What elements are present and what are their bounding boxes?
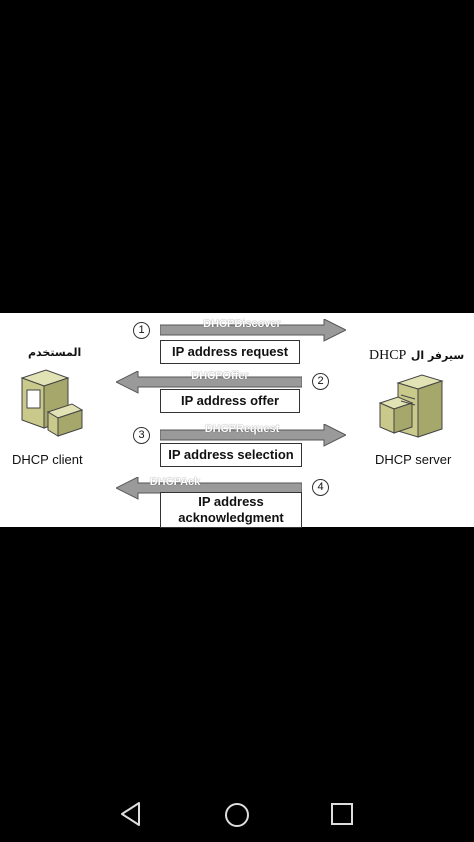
step-3-description: IP address selection	[160, 443, 302, 467]
recents-icon[interactable]	[330, 802, 354, 826]
step-3-message: DHCPRequest	[204, 423, 280, 435]
client-label: DHCP client	[12, 452, 83, 467]
server-computer-icon	[378, 374, 444, 438]
step-1-description: IP address request	[160, 340, 300, 364]
step-3-number: 3	[133, 427, 150, 444]
step-2-message: DHCPOffer	[191, 370, 249, 382]
step-4-message: DHCPAck	[149, 476, 201, 488]
step-1-message: DHCPDiscover	[203, 318, 281, 330]
step-4-description: IP address acknowledgment	[160, 492, 302, 528]
step-1-number: 1	[133, 322, 150, 339]
server-arabic-label: سيرفر ال	[410, 349, 465, 362]
back-icon[interactable]	[118, 801, 144, 827]
step-2-number: 2	[312, 373, 329, 390]
server-arabic-heading: DHCP سيرفر ال	[369, 346, 464, 364]
home-icon[interactable]	[223, 801, 251, 829]
left-arrow-icon	[116, 371, 302, 394]
step-1-arrow: DHCPDiscover	[160, 318, 346, 349]
step-2-arrow: DHCPOffer	[116, 370, 302, 401]
client-arabic-label: المستخدم	[28, 346, 82, 359]
step-4-number: 4	[312, 479, 329, 496]
server-label: DHCP server	[375, 452, 452, 467]
step-2-description: IP address offer	[160, 389, 300, 413]
client-computer-icon	[20, 369, 84, 437]
dhcp-diagram: المستخدم DHCP client DHCP سيرفر ال DHCP …	[0, 313, 474, 528]
navigation-bar	[0, 782, 474, 842]
right-arrow-icon	[160, 424, 346, 447]
server-arabic-prefix: DHCP	[369, 348, 407, 363]
right-arrow-icon	[160, 319, 346, 342]
step-3-arrow: DHCPRequest	[160, 423, 346, 454]
